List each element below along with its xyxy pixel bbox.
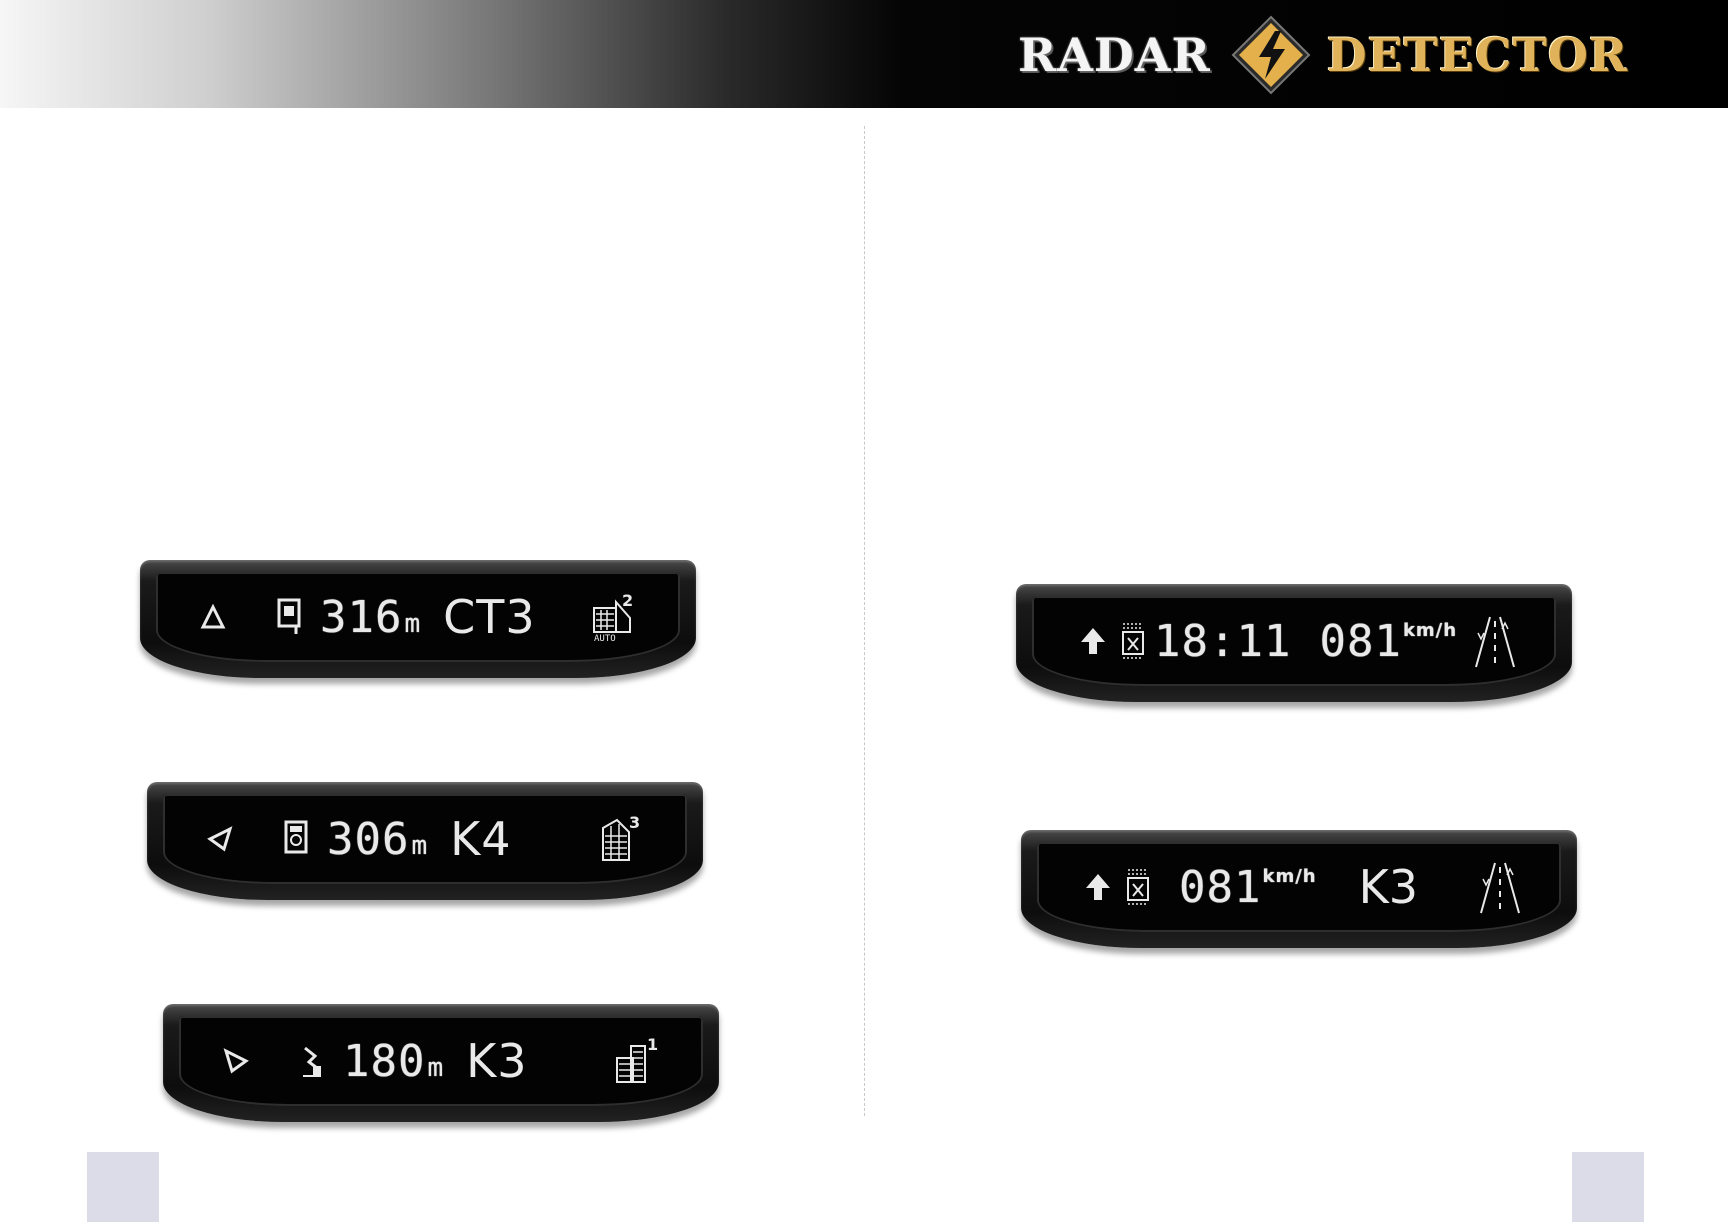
speed-readout: 081km/h — [1319, 615, 1458, 667]
zone-level: 2 — [622, 592, 633, 610]
header-bar: RADAR DETECTOR — [0, 0, 1728, 108]
city-zone-icon: 1 — [616, 1036, 658, 1083]
highway-icon — [1480, 862, 1520, 914]
band-label: CT3 — [443, 590, 536, 644]
page-corner-tab — [1572, 1152, 1644, 1222]
band-label: K4 — [450, 812, 512, 866]
band-label: K3 — [466, 1034, 528, 1088]
highway-icon — [1475, 616, 1515, 668]
brand-word-detector: DETECTOR — [1326, 28, 1629, 82]
display-screen: 18:11 081km/h — [1032, 596, 1556, 686]
page-corner-tab — [87, 1152, 159, 1222]
zone-mode: AUTO — [594, 634, 616, 642]
clock-readout: 18:11 — [1154, 615, 1292, 667]
band-label: K3 — [1358, 860, 1419, 914]
camera-fixed-icon — [1122, 623, 1144, 659]
display-screen: 180m K3 1 — [179, 1016, 703, 1106]
arrow-up-solid-icon — [1086, 874, 1110, 900]
arrow-up-solid-icon — [1081, 628, 1105, 654]
brand-logo: RADAR DETECTOR — [1018, 15, 1629, 95]
camera-box-icon — [284, 820, 308, 854]
arrow-right-outline-icon — [223, 1048, 249, 1074]
display-panel: 180m K3 1 — [163, 1004, 719, 1122]
distance-readout: 180m — [343, 1035, 445, 1087]
distance-readout: 306m — [327, 813, 429, 865]
page-divider — [864, 126, 865, 1116]
arrow-left-outline-icon — [207, 826, 233, 852]
display-panel: 316m CT3 2 AUTO — [140, 560, 696, 678]
display-panel: 306m K4 3 — [147, 782, 703, 900]
display-panel: 18:11 081km/h — [1016, 584, 1572, 702]
camera-mobile-icon — [303, 1046, 321, 1077]
distance-readout: 316m — [320, 591, 422, 643]
lightning-diamond-icon — [1231, 15, 1311, 95]
camera-post-icon — [277, 598, 301, 634]
city-zone-icon: 3 — [602, 814, 640, 861]
display-screen: 306m K4 3 — [163, 794, 687, 884]
arrow-up-outline-icon — [200, 604, 226, 629]
camera-fixed-icon — [1127, 869, 1149, 905]
display-screen: 081km/h K3 — [1037, 842, 1561, 932]
zone-level: 3 — [629, 814, 640, 832]
speed-readout: 081km/h — [1179, 861, 1317, 913]
city-zone-icon: 2 AUTO — [593, 592, 633, 642]
display-screen: 316m CT3 2 AUTO — [156, 572, 680, 662]
zone-level: 1 — [647, 1036, 658, 1054]
brand-word-radar: RADAR — [1018, 28, 1211, 82]
display-panel: 081km/h K3 — [1021, 830, 1577, 948]
